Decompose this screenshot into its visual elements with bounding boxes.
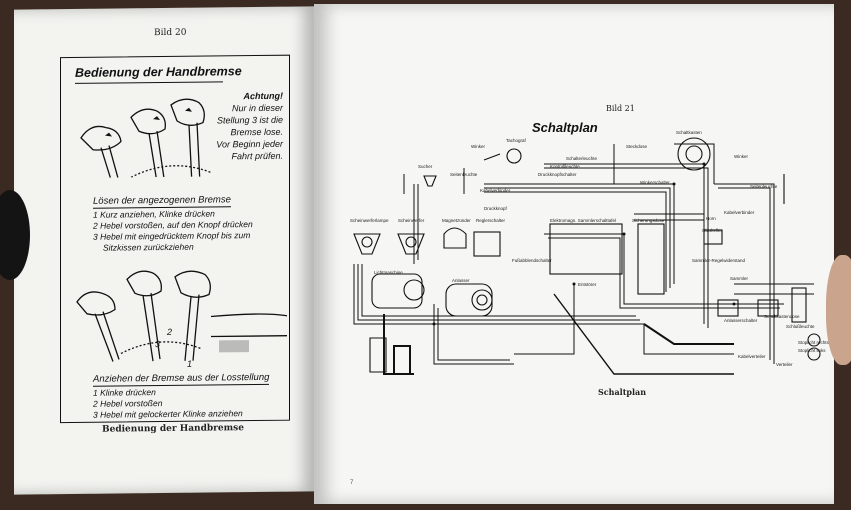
label-anlasserschalter: Anlasserschalter [724,318,758,323]
position-number: 2 [167,326,173,337]
label-fussabblendschalter: Fußabblendschalter [512,258,552,263]
release-illustration [80,98,212,179]
label-sammler-schalttafel: Elektromagn. Sammlerschalttafel [550,218,617,223]
label-reglerschalter: Reglerschalter [476,218,506,223]
apply-step: 2 Hebel vorstoßen [93,398,163,409]
label-schaltkasten: Schaltkasten [676,130,702,135]
release-step: 3 Hebel mit eingedrücktem Knopf bis zum [93,230,251,242]
label-lichtmaschine: Lichtmaschine [374,270,403,275]
handbrake-instruction-frame: Bedienung der Handbremse Achtung! Nur in… [60,54,290,424]
label-sucher: Sucher [418,164,433,169]
label-scheinwerferlampe: Scheinwerferlampe [350,218,389,223]
label-schaltkastendose: Schaltkastendose [764,314,800,319]
release-title: Lösen der angezogenen Bremse [93,194,231,209]
label-winkerschalter: Winkerschalter [640,180,670,185]
position-number: 3 [155,339,161,350]
label-schlussleuchte: Schlußleuchte [786,324,815,329]
left-page-header: Bild 20 [154,27,187,39]
apply-step: 3 Hebel mit gelockerter Klinke anziehen [93,408,243,420]
apply-title: Anziehen der Bremse aus der Losstellung [93,371,270,387]
right-thumb [826,255,851,365]
label-seitenleuchte-left: Seitenleuchte [450,172,478,177]
right-page-header: Bild 21 [606,104,635,113]
label-horn: Horn [706,216,716,221]
label-druckknopf: Druckknopf [484,206,507,211]
label-steckdose: Steckdose [626,144,648,149]
label-druckknopfschalter: Druckknopfschalter [538,172,577,177]
label-schalterleuchte: Schalterleuchte [566,156,598,161]
release-step: 2 Hebel vorstoßen, auf den Knopf drücken [93,219,253,231]
position-number: 1 [187,358,193,369]
label-glaskeller: Glaskeller [702,228,723,233]
right-page: Bild 21 Schaltplan [314,4,834,504]
label-magnetzuender: Magnetzünder [442,218,471,223]
schematic-title: Schaltplan [532,120,598,135]
release-step: Sitzkissen zurückziehen [103,241,194,253]
label-tachograf: Tachograf [506,138,526,143]
label-sammler: Sammler [730,276,749,281]
release-step: 1 Kurz anziehen, Klinke drücken [93,208,215,220]
label-stoplicht-rechts: Stoplicht rechts [798,340,829,345]
label-sicherungsdose: Sicherungsdose [632,218,665,223]
label-verteiler: Verteiler [776,362,793,367]
left-page-caption: Bedienung der Handbremse [102,423,244,435]
label-kontrollleuchte: Kontrollleuchte [550,164,580,169]
label-kabelverbinder-right: Kabelverbinder [724,210,755,215]
label-entstoerer: Entstörer [578,282,597,287]
left-page: Bild 20 Bedienung der Handbremse Achtung… [14,6,314,495]
page-number: 7 [350,480,354,486]
wiring-diagram [353,137,821,375]
schematic-caption: Schaltplan [598,387,647,397]
label-winker-left: Winker [471,144,486,149]
label-scheinwerfer: Scheinwerfer [398,218,425,223]
label-seitenleuchte-right: Seitenleuchte [750,184,778,189]
label-kabelverbinder-top: Kabelverbinder [480,188,511,193]
label-sammler-regelwiderstand: Sammler-Regelwiderstand [692,258,746,263]
apply-illustration [76,270,288,362]
label-stoplicht-links: Stoplicht links [798,348,826,353]
label-winker-right: Winker [734,154,749,159]
label-kabelverteiler: Kabelverteiler [738,354,766,359]
apply-step: 1 Klinke drücken [93,387,156,398]
label-anlasser: Anlasser [452,278,470,283]
